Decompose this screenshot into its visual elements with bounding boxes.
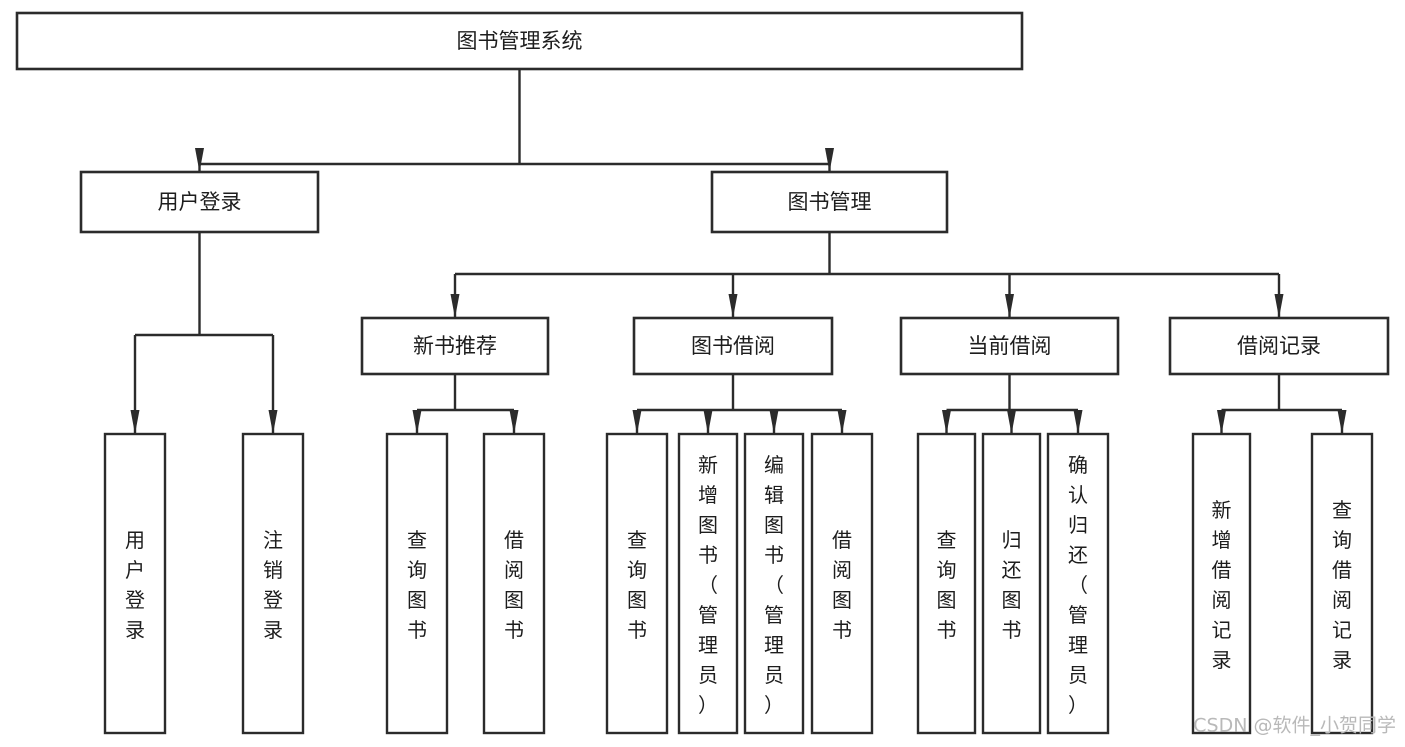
node-box-leaf-query-book-rec[interactable] (385, 432, 449, 735)
node-box-current-borrow[interactable] (899, 316, 1120, 376)
node-box-leaf-query-book-cur[interactable] (916, 432, 977, 735)
node-leaf-return-book[interactable]: 归还图书 (981, 432, 1042, 735)
node-label-leaf-query-book-cur: 查询图书 (937, 528, 957, 642)
csdn-watermark: CSDN @软件_小贺同学 (1193, 715, 1396, 737)
node-box-leaf-user-login[interactable] (103, 432, 167, 735)
node-leaf-add-book[interactable]: 新增图书（管理员） (677, 432, 739, 735)
node-label-leaf-return-book: 归还图书 (1002, 528, 1022, 642)
node-current-borrow[interactable]: 当前借阅 (899, 316, 1120, 376)
arrow-head-icon (1073, 410, 1083, 434)
node-box-leaf-edit-book[interactable] (743, 432, 805, 735)
node-new-book-rec[interactable]: 新书推荐 (360, 316, 550, 376)
arrow-head-icon (632, 410, 642, 434)
arrow-head-icon (728, 294, 738, 318)
node-label-current-borrow: 当前借阅 (968, 334, 1052, 358)
node-box-leaf-return-book[interactable] (981, 432, 1042, 735)
node-box-leaf-confirm-return[interactable] (1046, 432, 1110, 735)
node-label-new-book-rec: 新书推荐 (413, 334, 497, 358)
node-label-leaf-user-logout: 注销登录 (263, 528, 283, 642)
node-label-leaf-user-login: 用户登录 (125, 528, 145, 642)
node-leaf-confirm-return[interactable]: 确认归还（管理员） (1046, 432, 1110, 735)
node-label-leaf-query-record: 查询借阅记录 (1332, 498, 1352, 672)
node-box-book-borrow[interactable] (632, 316, 834, 376)
node-box-root[interactable] (15, 11, 1024, 71)
arrow-head-icon (1007, 410, 1016, 434)
arrow-head-icon (837, 410, 847, 434)
node-box-leaf-add-record[interactable] (1191, 432, 1252, 735)
arrow-head-icon (450, 294, 460, 318)
node-leaf-add-record[interactable]: 新增借阅记录 (1191, 432, 1252, 735)
node-leaf-user-login[interactable]: 用户登录 (103, 432, 167, 735)
node-leaf-edit-book[interactable]: 编辑图书（管理员） (743, 432, 805, 735)
arrow-head-icon (195, 148, 204, 172)
arrow-head-icon (509, 410, 519, 434)
arrow-head-icon (942, 410, 951, 434)
arrow-head-icon (268, 410, 278, 434)
node-leaf-borrow-book[interactable]: 借阅图书 (810, 432, 874, 735)
node-label-leaf-add-book: 新增图书（管理员） (698, 453, 718, 717)
node-leaf-query-book-borrow[interactable]: 查询图书 (605, 432, 669, 735)
node-leaf-borrow-book-rec[interactable]: 借阅图书 (482, 432, 546, 735)
node-box-leaf-borrow-book[interactable] (810, 432, 874, 735)
node-label-leaf-borrow-book: 借阅图书 (832, 528, 852, 642)
node-box-leaf-borrow-book-rec[interactable] (482, 432, 546, 735)
node-leaf-user-logout[interactable]: 注销登录 (241, 432, 305, 735)
connectors-layer (130, 69, 1347, 434)
arrow-head-icon (825, 148, 834, 172)
node-label-leaf-add-record: 新增借阅记录 (1212, 498, 1232, 672)
node-label-user-login: 用户登录 (158, 190, 242, 214)
node-label-leaf-query-book-rec: 查询图书 (407, 528, 427, 642)
arrow-head-icon (412, 410, 422, 434)
arrow-head-icon (130, 410, 140, 434)
arrow-head-icon (1274, 294, 1284, 318)
node-root[interactable]: 图书管理系统 (15, 11, 1024, 71)
node-book-manage[interactable]: 图书管理 (710, 170, 949, 234)
node-box-leaf-query-record[interactable] (1310, 432, 1374, 735)
node-label-book-borrow: 图书借阅 (691, 334, 775, 358)
node-user-login[interactable]: 用户登录 (79, 170, 320, 234)
node-label-root: 图书管理系统 (457, 29, 583, 53)
node-borrow-record[interactable]: 借阅记录 (1168, 316, 1390, 376)
node-box-user-login[interactable] (79, 170, 320, 234)
arrow-head-icon (1217, 410, 1226, 434)
arrow-head-icon (1337, 410, 1347, 434)
node-box-leaf-user-logout[interactable] (241, 432, 305, 735)
node-leaf-query-record[interactable]: 查询借阅记录 (1310, 432, 1374, 735)
node-label-leaf-confirm-return: 确认归还（管理员） (1068, 453, 1088, 717)
arrow-head-icon (1005, 294, 1014, 318)
node-label-leaf-edit-book: 编辑图书（管理员） (764, 453, 784, 717)
node-book-borrow[interactable]: 图书借阅 (632, 316, 834, 376)
node-leaf-query-book-cur[interactable]: 查询图书 (916, 432, 977, 735)
arrow-head-icon (703, 410, 713, 434)
node-box-leaf-add-book[interactable] (677, 432, 739, 735)
node-label-leaf-borrow-book-rec: 借阅图书 (504, 528, 524, 642)
arrow-head-icon (769, 410, 779, 434)
node-label-borrow-record: 借阅记录 (1237, 334, 1321, 358)
node-box-borrow-record[interactable] (1168, 316, 1390, 376)
node-leaf-query-book-rec[interactable]: 查询图书 (385, 432, 449, 735)
node-label-leaf-query-book-borrow: 查询图书 (627, 528, 647, 642)
nodes-layer: 图书管理系统用户登录图书管理新书推荐图书借阅当前借阅借阅记录用户登录注销登录查询… (15, 11, 1390, 735)
node-box-new-book-rec[interactable] (360, 316, 550, 376)
node-box-book-manage[interactable] (710, 170, 949, 234)
node-label-book-manage: 图书管理 (788, 190, 872, 214)
node-box-leaf-query-book-borrow[interactable] (605, 432, 669, 735)
